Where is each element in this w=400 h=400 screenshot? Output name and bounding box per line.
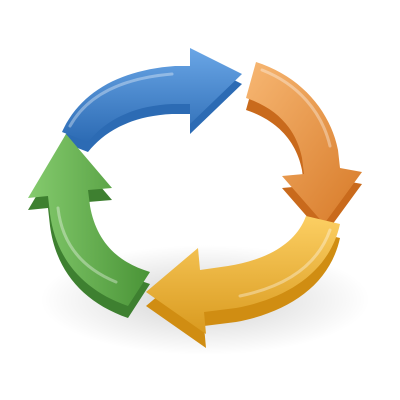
arrow-yellow <box>146 216 340 348</box>
arrow-orange <box>246 62 362 236</box>
arrow-blue <box>62 48 242 152</box>
arrow-green <box>28 134 150 318</box>
